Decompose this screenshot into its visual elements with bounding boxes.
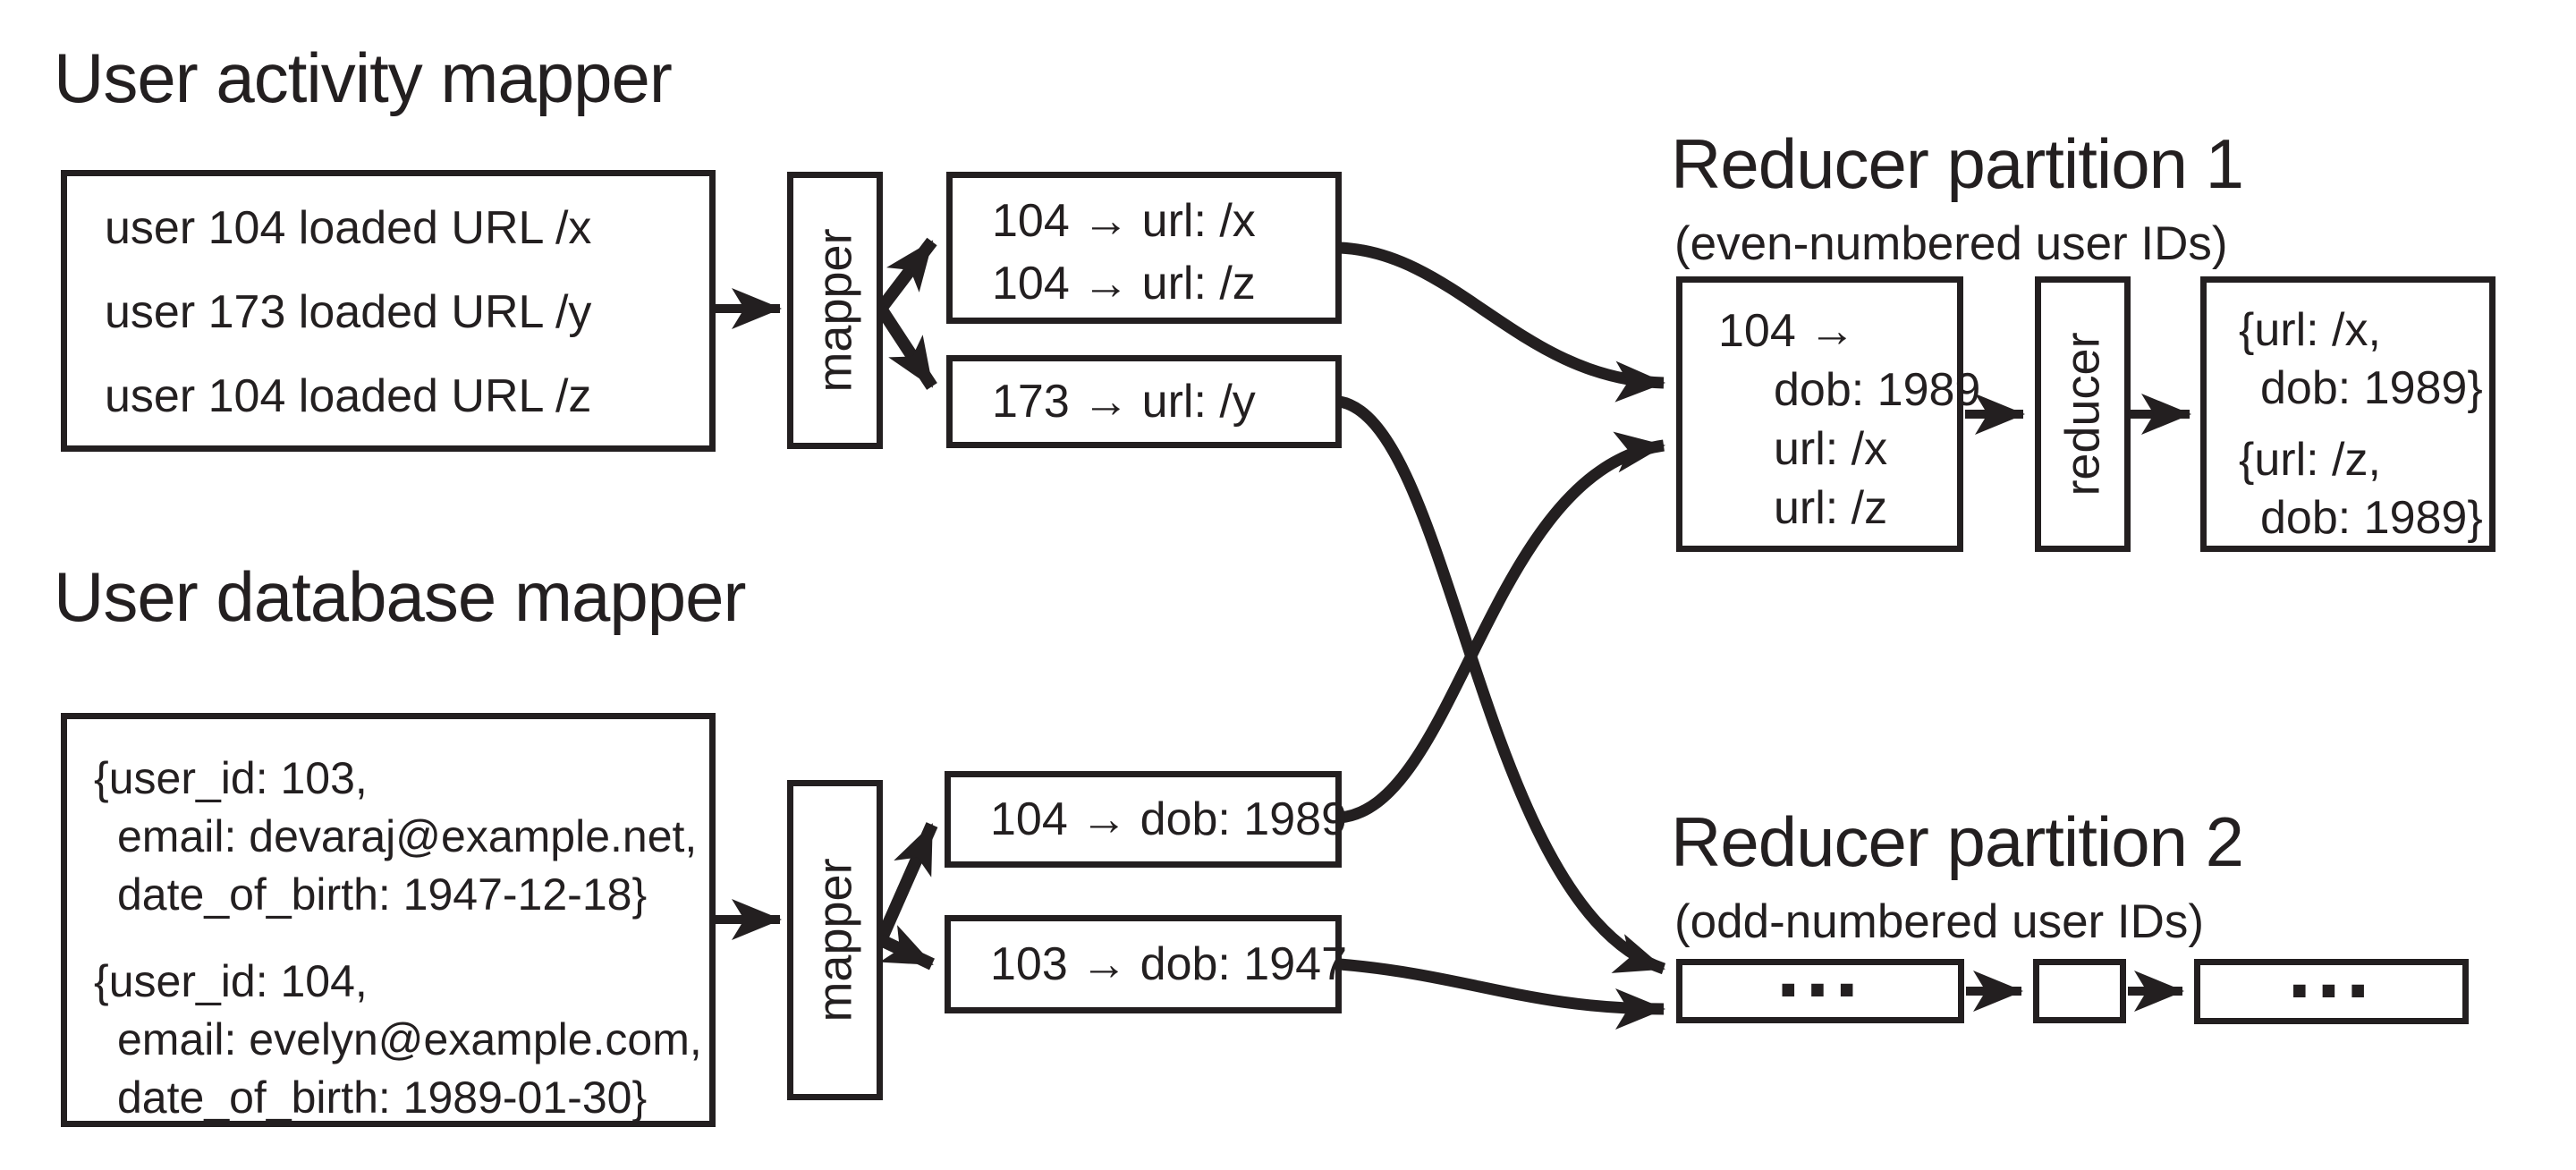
mapper1-box: mapper <box>787 172 883 449</box>
reducer-partition-1-title: Reducer partition 1 <box>1671 124 2244 203</box>
reducer-partition-2-title: Reducer partition 2 <box>1671 802 2244 881</box>
grouped-value: url: /x <box>1774 423 1888 475</box>
activity-input-box: user 104 loaded URL /x user 173 loaded U… <box>61 170 716 452</box>
activity-mapper-title: User activity mapper <box>54 38 673 117</box>
mapped-url-104-box: 104 → url: /x 104 → url: /z <box>946 172 1342 324</box>
activity-log-line: user 173 loaded URL /y <box>105 286 592 338</box>
shuffle-url173-to-partition2 <box>1338 395 1666 975</box>
activity-log-line: user 104 loaded URL /x <box>105 202 592 254</box>
kv-pair: 173 → url: /y <box>992 376 1256 428</box>
db-record-line: {user_id: 103, <box>94 753 368 803</box>
mapped-dob-104-box: 104 → dob: 1989 <box>945 771 1347 868</box>
partition2-input-box: ... <box>1676 925 1964 1023</box>
partition2-output-box: ... <box>2194 925 2469 1024</box>
reducer-partition-1-subtitle: (even-numbered user IDs) <box>1674 217 2228 270</box>
kv-pair: 104 → url: /z <box>992 258 1256 309</box>
partition1-output-box: {url: /x, dob: 1989} {url: /z, dob: 1989… <box>2200 276 2496 552</box>
arrow-mapper1-fork-up <box>876 237 937 313</box>
mapper2-box: mapper <box>787 780 883 1100</box>
db-record-line: date_of_birth: 1989-01-30} <box>117 1072 648 1123</box>
shuffle-dob104-to-partition1 <box>1339 431 1665 824</box>
db-record-line: email: devaraj@example.net, <box>117 811 698 861</box>
partition1-input-box: 104 → dob: 1989 url: /x url: /z <box>1676 276 1981 552</box>
database-mapper-title: User database mapper <box>54 557 746 636</box>
activity-log-line: user 104 loaded URL /z <box>105 370 592 422</box>
grouped-value: url: /z <box>1774 482 1888 534</box>
mapper1-label: mapper <box>808 228 862 393</box>
reducer1-label: reducer <box>2055 332 2110 496</box>
arrow-mapper1-fork-down <box>876 305 937 390</box>
mapped-url-173-box: 173 → url: /y <box>946 355 1342 448</box>
kv-pair: 104 → url: /x <box>992 195 1256 247</box>
database-input-box: {user_id: 103, email: devaraj@example.ne… <box>61 713 716 1127</box>
arrow-mapper2-fork-up <box>875 822 938 943</box>
grouped-value: dob: 1989 <box>1774 364 1981 416</box>
db-record-line: {user_id: 104, <box>94 956 368 1006</box>
mapped-dob-103-box: 103 → dob: 1947 <box>945 915 1347 1013</box>
db-record-line: email: evelyn@example.com, <box>117 1014 702 1064</box>
shuffle-dob103-to-partition2 <box>1339 958 1665 1030</box>
db-record-line: date_of_birth: 1947-12-18} <box>117 869 648 920</box>
reducer2-box <box>2033 959 2126 1023</box>
mapper2-label: mapper <box>808 858 862 1022</box>
reducer-partition-2-subtitle: (odd-numbered user IDs) <box>1674 895 2205 948</box>
output-record-line: {url: /x, <box>2239 304 2381 356</box>
output-record-line: dob: 1989} <box>2260 492 2483 544</box>
grouped-key: 104 → <box>1718 305 1856 357</box>
reducer1-box: reducer <box>2035 276 2131 552</box>
kv-pair: 103 → dob: 1947 <box>990 938 1347 990</box>
output-record-line: {url: /z, <box>2239 434 2381 486</box>
output-record-line: dob: 1989} <box>2260 362 2483 414</box>
kv-pair: 104 → dob: 1989 <box>990 793 1347 845</box>
arrow-mapper2-fork-down <box>878 925 935 971</box>
shuffle-url104-to-partition1 <box>1339 242 1665 403</box>
